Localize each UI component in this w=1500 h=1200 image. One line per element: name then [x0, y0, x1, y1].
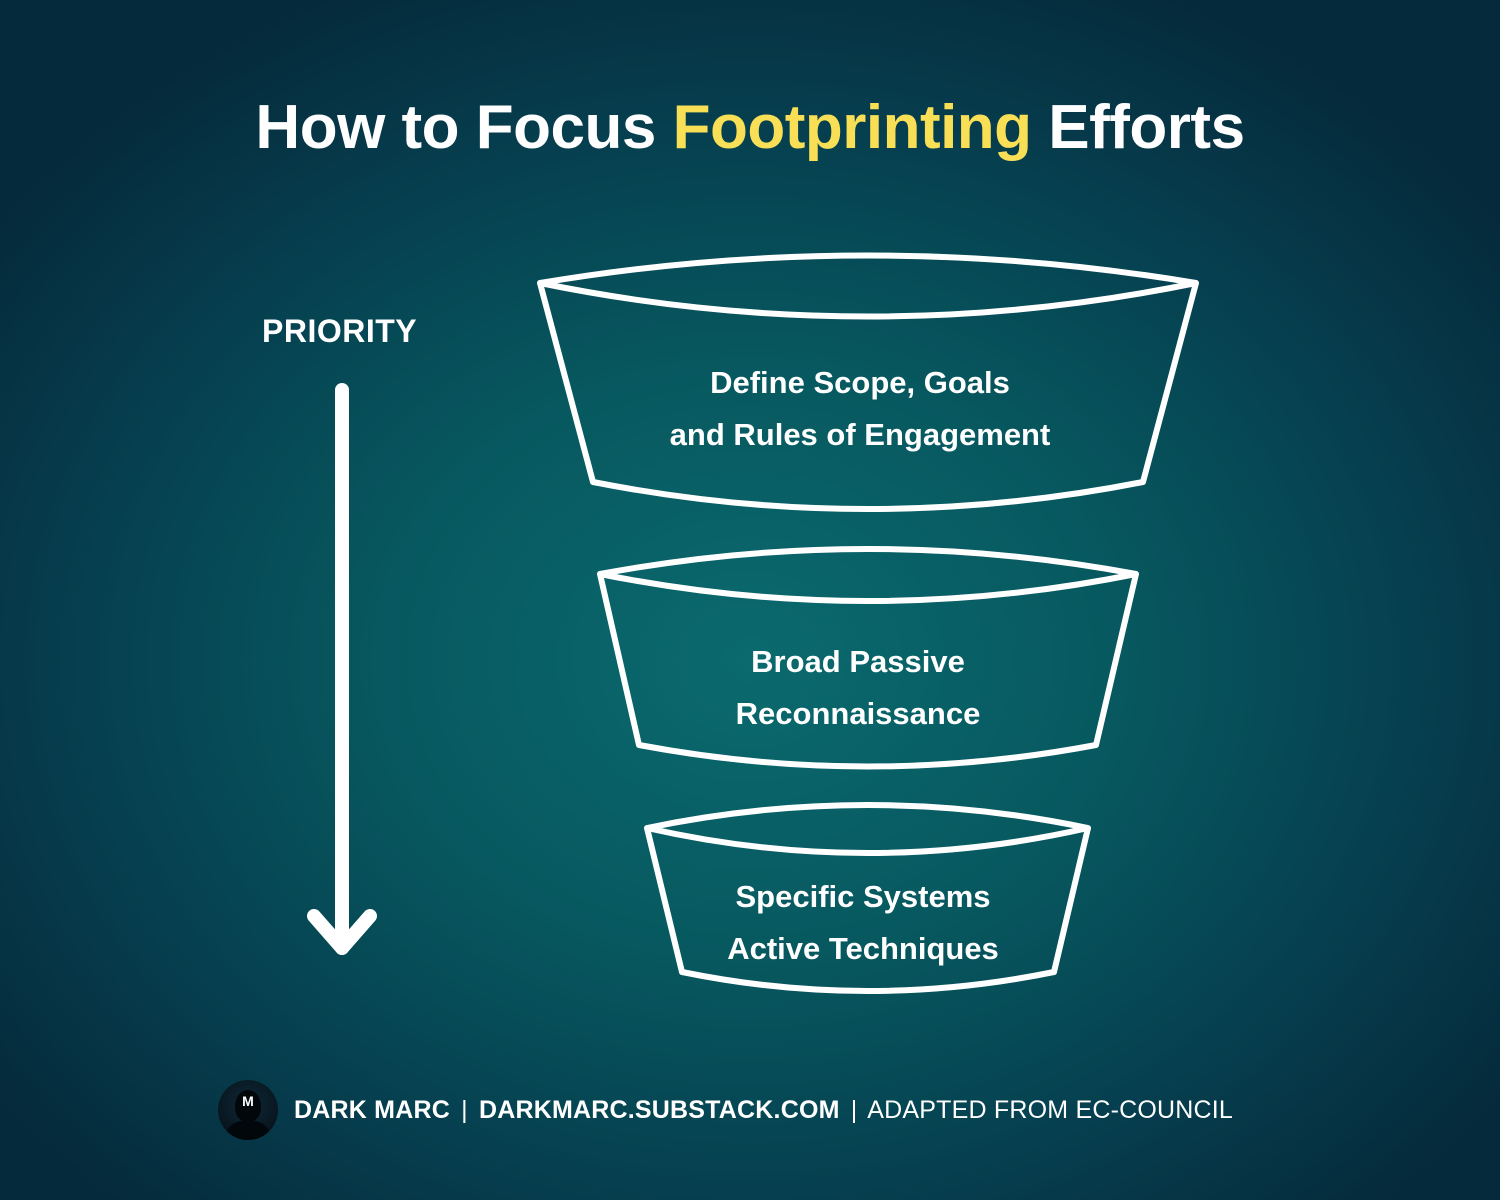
stage-3-rim: [644, 802, 1091, 856]
stage-1-line-1: Define Scope, Goals: [710, 365, 1010, 400]
stage-2-line-2: Reconnaissance: [735, 696, 981, 731]
avatar-letter: M: [242, 1093, 254, 1109]
stage-2-line-1: Broad Passive: [751, 644, 965, 679]
title-suffix: Efforts: [1031, 93, 1245, 162]
title-highlight: Footprinting: [672, 93, 1032, 162]
funnel-stage-1: [537, 252, 1199, 512]
stage-1-line-2: and Rules of Engagement: [669, 417, 1051, 452]
stage-3-body: [644, 827, 1091, 994]
title-prefix: How to Focus: [255, 93, 673, 162]
stage-3-line-1: Specific Systems: [735, 879, 991, 914]
avatar: M: [218, 1080, 278, 1140]
footer-author: DARK MARC: [294, 1095, 450, 1124]
stage-3-text: Specific Systems Active Techniques: [643, 871, 1083, 975]
stage-1-body: [537, 282, 1199, 512]
funnel-stage-2: [597, 546, 1139, 770]
avatar-head: [235, 1090, 261, 1122]
footer-credit-line: DARK MARC | DARKMARC.SUBSTACK.COM | ADAP…: [294, 1096, 1233, 1125]
footer-separator-1: |: [461, 1095, 468, 1124]
footer-site: DARKMARC.SUBSTACK.COM: [478, 1095, 840, 1124]
stage-2-body: [597, 573, 1139, 770]
page-title: How to Focus Footprinting Efforts: [0, 92, 1500, 163]
footer: M DARK MARC | DARKMARC.SUBSTACK.COM | AD…: [218, 1080, 1233, 1140]
funnel-stage-3: [644, 802, 1091, 994]
stage-1-rim: [537, 252, 1199, 320]
stage-3-line-2: Active Techniques: [727, 931, 999, 966]
footer-separator-2: |: [850, 1095, 858, 1124]
arrow-head: [307, 909, 377, 955]
avatar-shoulders: [226, 1120, 270, 1140]
priority-label: PRIORITY: [262, 313, 418, 349]
footer-credit: ADAPTED FROM EC-COUNCIL: [867, 1095, 1234, 1124]
stage-2-text: Broad Passive Reconnaissance: [608, 636, 1108, 740]
arrow-down-icon: [307, 383, 377, 955]
stage-2-rim: [597, 546, 1139, 604]
stage-1-text: Define Scope, Goals and Rules of Engagem…: [560, 357, 1160, 461]
